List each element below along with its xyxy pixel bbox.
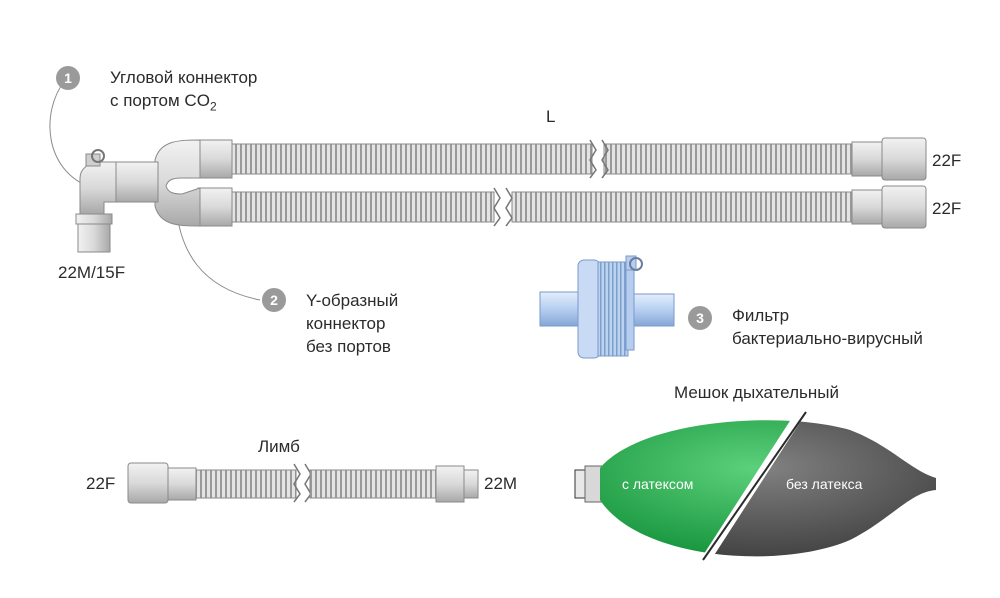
y-connector-label-line1: Y-образный: [306, 291, 399, 310]
limb-title: Лимб: [258, 437, 300, 456]
port-bottom-right-label: 22F: [932, 199, 962, 218]
angle-connector-label-text: с портом CO: [110, 91, 210, 110]
bacterial-viral-filter: [539, 255, 675, 359]
filter-label-line2: бактериально-вирусный: [732, 329, 923, 348]
callout-line-1: [49, 81, 93, 189]
bag-nonlatex-label: без латекса: [786, 476, 863, 492]
breathing-bag: [574, 411, 936, 561]
y-connector-label-line2: коннектор: [306, 314, 386, 333]
badge-2: 2: [262, 288, 286, 312]
angle-connector: [75, 149, 159, 253]
limb-tube: [127, 462, 479, 504]
y-connector: [154, 139, 201, 227]
upper-tube: [197, 137, 927, 181]
bag-nonlatex-part: [711, 420, 936, 557]
angle-connector-label-line2: с портом CO2: [110, 90, 217, 117]
length-label: L: [546, 107, 556, 126]
port-left-label: 22M/15F: [58, 263, 126, 282]
y-connector-label-line3: без портов: [306, 337, 391, 356]
bag-divider: [702, 411, 807, 561]
breathing-circuit: [49, 81, 927, 301]
port-top-right-label: 22F: [932, 151, 962, 170]
limb-left-port-label: 22F: [86, 474, 116, 493]
bag-latex-label: с латексом: [622, 476, 694, 492]
co2-subscript: 2: [209, 99, 217, 114]
filter-label-line1: Фильтр: [732, 306, 790, 325]
badge-1: 1: [56, 66, 80, 90]
limb-right-port-label: 22M: [484, 474, 518, 493]
lower-tube: [197, 185, 927, 229]
badge-3: 3: [688, 306, 712, 330]
bag-title: Мешок дыхательный: [674, 383, 839, 402]
angle-connector-label-line1: Угловой коннектор: [110, 68, 258, 87]
